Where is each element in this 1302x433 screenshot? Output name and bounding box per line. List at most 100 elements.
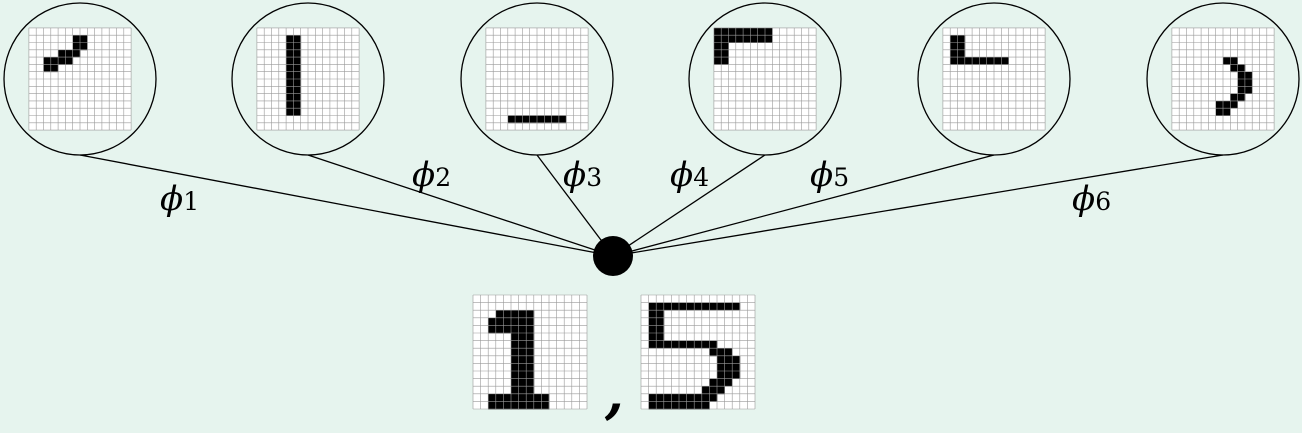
output-digit-1-filled-cell [503, 317, 512, 326]
output-digit-1-filled-cell [533, 401, 542, 410]
edge-label-phi6: ϕ6 [1072, 179, 1111, 219]
output-digit-1 [472, 294, 588, 410]
edge-phi2 [307, 154, 614, 257]
feature-phi5-filled-cell [950, 35, 958, 43]
output-digit-5-filled-cell [671, 401, 680, 410]
output-digit-1-filled-cell [518, 386, 527, 395]
output-digit-5-filled-cell [671, 302, 680, 311]
output-digit-5-filled-cell [694, 302, 703, 311]
output-digit-1-filled-cell [526, 401, 535, 410]
output-digit-1-filled-cell [511, 348, 519, 357]
output-digit-1-filled-cell [511, 325, 519, 334]
output-digit-5-filled-cell [709, 393, 718, 402]
output-digit-1-filled-cell [518, 401, 527, 410]
feature-phi4-filled-cell [765, 35, 773, 43]
feature-phi6-filled-cell [1223, 100, 1231, 109]
feature-phi2-filled-cell [293, 35, 302, 43]
feature-phi6-filled-cell [1215, 108, 1224, 116]
output-digit-5-filled-cell [724, 302, 733, 311]
output-digit-1-filled-cell [511, 355, 519, 364]
feature-phi1-filled-cell [72, 42, 81, 51]
output-digit-5-grid [640, 294, 756, 410]
feature-phi2-filled-cell [293, 71, 302, 80]
output-digit-1-filled-cell [511, 363, 519, 372]
output-digit-1-filled-cell [518, 310, 527, 319]
output-digit-5-filled-cell [648, 393, 657, 402]
feature-phi4-filled-cell [721, 49, 729, 58]
feature-phi2-filled-cell [293, 100, 302, 109]
feature-node-phi3 [460, 2, 614, 156]
output-digit-1-filled-cell [511, 333, 519, 341]
feature-phi1-filled-cell [58, 57, 66, 65]
feature-phi1-filled-cell [50, 57, 59, 65]
output-digit-5-filled-cell [717, 302, 725, 311]
feature-phi4-filled-cell [750, 35, 759, 43]
feature-phi5-filled-cell [957, 35, 966, 43]
output-digit-1-filled-cell [526, 378, 535, 387]
feature-phi6-filled-cell [1244, 71, 1253, 80]
feature-phi4-filled-cell [750, 27, 759, 36]
feature-phi3-filled-cell [507, 115, 516, 124]
feature-phi6-grid [1171, 27, 1275, 131]
output-digit-5-filled-cell [732, 363, 741, 372]
output-digit-1-filled-cell [518, 355, 527, 364]
edge-label-phi1: ϕ1 [160, 179, 199, 219]
feature-phi4-filled-cell [757, 27, 766, 36]
output-digit-1-filled-cell [526, 386, 535, 395]
output-digit-5-filled-cell [679, 393, 687, 402]
output-digit-1-filled-cell [503, 325, 512, 334]
phi-symbol: ϕ [563, 155, 586, 195]
output-digit-1-filled-cell [511, 386, 519, 395]
output-digit-5-filled-cell [717, 348, 725, 357]
phi-symbol: ϕ [160, 179, 183, 219]
feature-phi1-filled-cell [65, 49, 74, 58]
output-digit-5-filled-cell [656, 310, 665, 319]
feature-phi1-filled-cell [72, 49, 81, 58]
output-digit-1-grid [472, 294, 588, 410]
output-digit-5-filled-cell [656, 325, 665, 334]
edge-label-phi3: ϕ3 [563, 155, 602, 195]
output-digit-1-filled-cell [488, 393, 497, 402]
feature-phi4-filled-cell [721, 35, 729, 43]
output-digit-1-filled-cell [503, 401, 512, 410]
output-digit-1-filled-cell [511, 310, 519, 319]
output-digit-5-filled-cell [709, 340, 718, 349]
phi-symbol: ϕ [810, 155, 833, 195]
feature-phi5-filled-cell [950, 57, 958, 65]
output-digit-1-filled-cell [526, 355, 535, 364]
output-digit-1-filled-cell [518, 317, 527, 326]
feature-phi2-filled-cell [286, 35, 294, 43]
output-digit-5-filled-cell [701, 401, 710, 410]
output-digit-5-filled-cell [648, 325, 657, 334]
output-digit-5-filled-cell [717, 363, 725, 372]
feature-phi1-grid [28, 27, 132, 131]
feature-phi6-filled-cell [1244, 86, 1253, 94]
edge-label-phi4: ϕ4 [670, 155, 709, 195]
output-digit-1-filled-cell [495, 393, 504, 402]
output-digit-1-filled-cell [511, 401, 519, 410]
feature-phi1-grid-lines [28, 27, 132, 131]
feature-circle [3, 2, 157, 156]
feature-phi2-filled-cell [286, 93, 294, 102]
output-digit-5-filled-cell [648, 401, 657, 410]
feature-phi4-filled-cell [728, 35, 737, 43]
feature-phi4-filled-cell [743, 27, 751, 36]
feature-circle [460, 2, 614, 156]
output-digit-5-filled-cell [694, 393, 703, 402]
output-digit-1-filled-cell [511, 340, 519, 349]
output-digit-5-filled-cell [724, 355, 733, 364]
feature-phi6-filled-cell [1223, 57, 1231, 65]
output-digit-1-filled-cell [488, 325, 497, 334]
output-digit-5-filled-cell [663, 340, 672, 349]
hub-node [593, 236, 633, 276]
feature-phi5-filled-cell [957, 42, 966, 51]
output-digit-1-filled-cell [526, 325, 535, 334]
feature-phi2-filled-cell [286, 100, 294, 109]
output-digit-1-filled-cell [518, 348, 527, 357]
output-digit-5-filled-cell [701, 386, 710, 395]
feature-phi4-filled-cell [713, 42, 722, 51]
feature-phi6-filled-cell [1215, 100, 1224, 109]
feature-circle [688, 2, 842, 156]
feature-phi6-grid-lines [1171, 27, 1275, 131]
feature-phi2-filled-cell [286, 42, 294, 51]
